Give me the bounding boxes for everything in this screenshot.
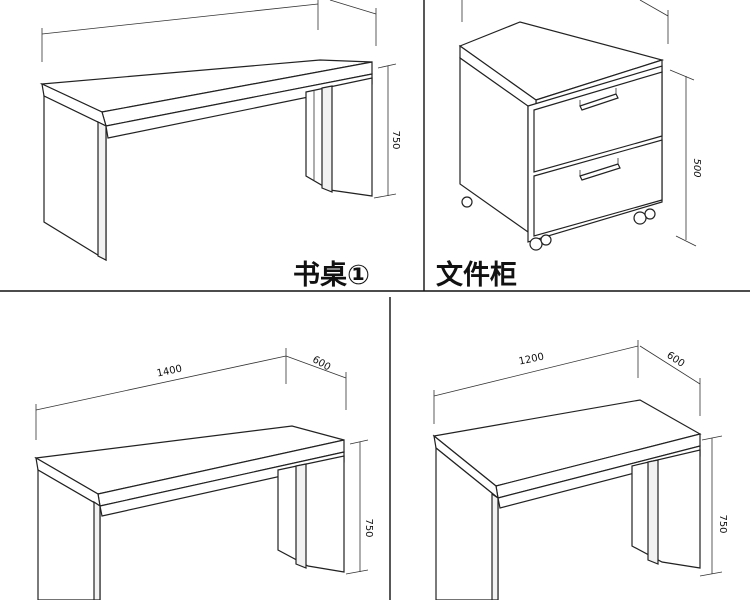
desk-3-height-label: 750: [717, 514, 728, 533]
desk-1-title: 书桌①: [293, 260, 370, 291]
desk-1-height-label: 750: [390, 130, 401, 149]
desk-3-left-leg-front: [491, 492, 499, 600]
cabinet-title: 文件柜: [436, 259, 517, 291]
desk-3-right-leg: [631, 449, 701, 569]
desk-1-drawing: 750 书桌①: [39, 0, 401, 291]
desk-1-right-leg: [305, 77, 373, 197]
desk-2-width-label: 1400: [156, 364, 183, 380]
desk-2-depth-label: 600: [310, 354, 332, 373]
file-cabinet-drawing: 500 文件柜: [436, 0, 702, 291]
desk-2-left-leg: [37, 468, 101, 600]
desk-2-right-leg: [277, 455, 345, 573]
cabinet-drawer-2-handle: [579, 163, 621, 181]
caster-5: [644, 208, 656, 220]
caster-3: [540, 234, 552, 246]
desk-1-right-leg-front: [321, 85, 333, 193]
caster-2: [529, 237, 543, 251]
desk-2-drawing: 1400 600 750: [34, 348, 374, 600]
caster-4: [633, 211, 647, 225]
cabinet-drawer-1: [533, 71, 663, 173]
cabinet-drawer-1-handle: [579, 93, 619, 111]
desk-3-left-leg: [435, 446, 499, 600]
desk-2-right-leg-front: [295, 463, 307, 569]
desk-3-depth-label: 600: [664, 350, 686, 370]
desk-2-left-leg-front: [93, 500, 101, 600]
desk-1-left-leg-front: [97, 121, 107, 261]
desk-3-width-label: 1200: [518, 352, 545, 368]
cabinet-height-label: 500: [691, 158, 702, 177]
caster-1: [461, 196, 473, 208]
cabinet-drawer-2: [533, 139, 663, 237]
desk-3-drawing: 1200 600 750: [432, 340, 728, 600]
desk-3-right-leg-front: [647, 459, 659, 565]
desk-2-height-label: 750: [363, 518, 374, 537]
